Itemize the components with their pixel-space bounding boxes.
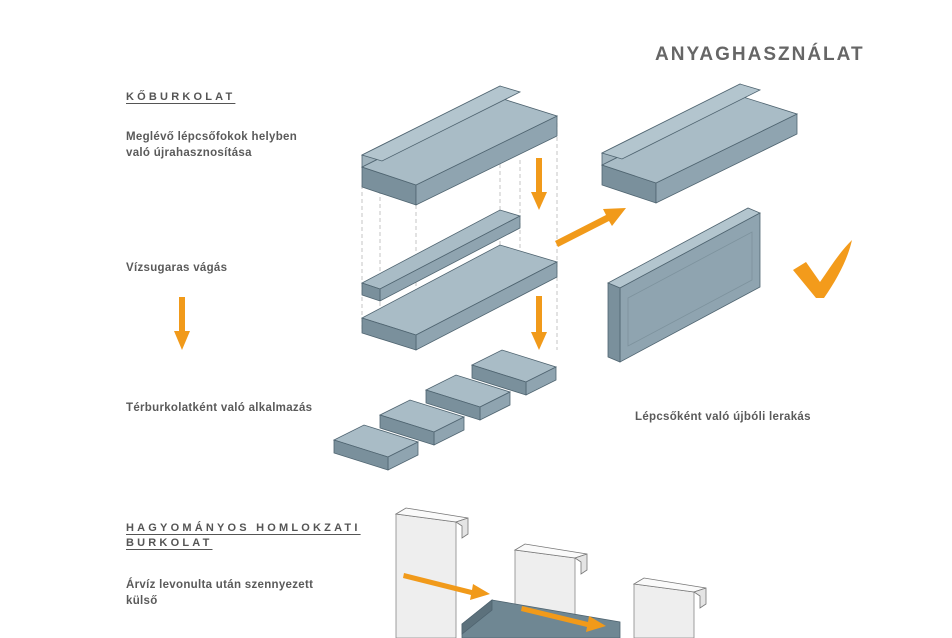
- right-arrow-icon: [555, 208, 626, 247]
- paving-tile-4: [470, 349, 558, 396]
- step-reuse-label: Meglévő lépcsőfokok helyben való újrahas…: [126, 129, 297, 161]
- down-arrow-icon: [174, 297, 190, 350]
- stair-step-top-high: [360, 85, 522, 162]
- step-reuse-line1: Meglévő lépcsőfokok helyben: [126, 131, 298, 143]
- right-arrow-icon: [403, 573, 490, 600]
- step-reuse-line2: való újrahasznosítása: [126, 147, 252, 159]
- step-waterjet-label: Vízsugaras vágás: [126, 262, 228, 274]
- facade-desc-line2: külső: [126, 595, 158, 607]
- paving-tile-1: [332, 424, 420, 471]
- facade-heading-line2: BURKOLAT: [126, 537, 213, 549]
- facade-dark-slab: [461, 599, 621, 638]
- facade-desc-line1: Árvíz levonulta után szennyezett: [126, 579, 314, 591]
- facade-panel-1: [394, 507, 469, 638]
- facade-heading-line1: HAGYOMÁNYOS HOMLOKZATI: [126, 522, 361, 534]
- result-stairs-label: Lépcsőként való újbóli lerakás: [635, 411, 811, 423]
- original-stair-step: [360, 85, 559, 206]
- step-paving-label: Térburkolatként való alkalmazás: [126, 402, 313, 414]
- down-arrow-icon: [531, 158, 547, 210]
- stone-section-heading: KŐBURKOLAT: [126, 91, 236, 103]
- facade-description: Árvíz levonulta után szennyezett külső: [126, 577, 313, 609]
- thin-slab: [360, 209, 522, 302]
- wide-slab: [360, 244, 559, 351]
- paving-tile-3: [424, 374, 512, 421]
- facade-section-heading: HAGYOMÁNYOS HOMLOKZATI BURKOLAT: [126, 521, 361, 551]
- down-arrow-icon: [531, 296, 547, 350]
- vertical-riser-slab: [607, 207, 761, 363]
- paving-tile-2: [378, 399, 466, 446]
- checkmark-icon: [793, 240, 852, 298]
- page-title: ANYAGHASZNÁLAT: [655, 44, 865, 65]
- right-arrow-icon: [521, 606, 606, 632]
- paving-tiles: [332, 349, 558, 471]
- reused-stair-step: [600, 83, 799, 204]
- facade-panel-3: [632, 577, 707, 638]
